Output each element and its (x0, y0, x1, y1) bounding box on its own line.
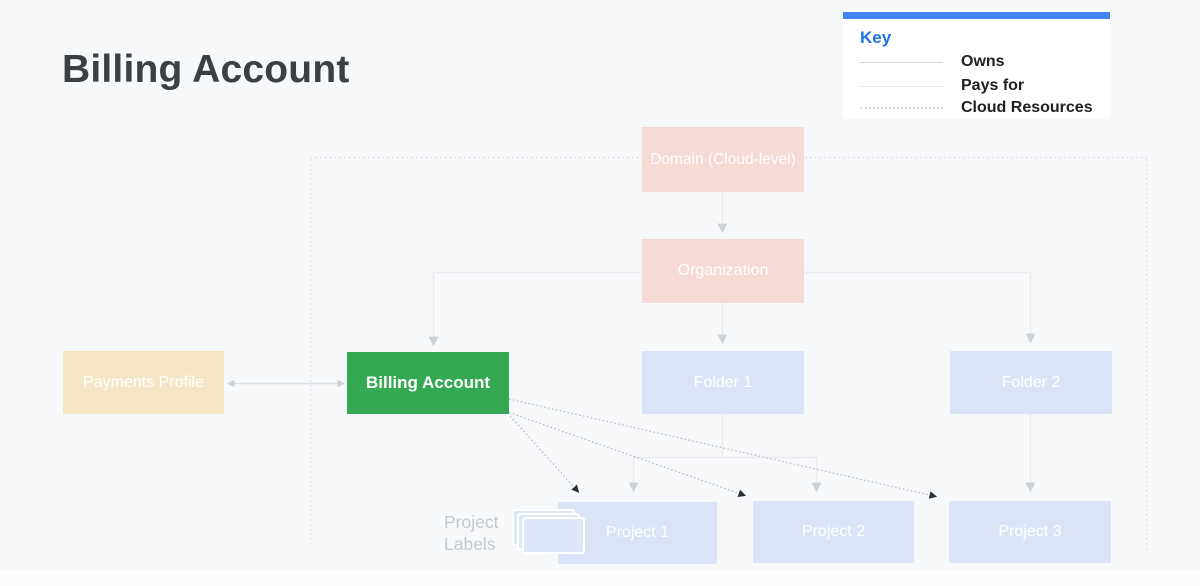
page-title: Billing Account (62, 48, 350, 91)
cloud-resources-line-sample (860, 107, 943, 109)
edge-billing-project2 (508, 411, 747, 497)
cloud-resources-boundary (309, 156, 1148, 550)
legend-label-owns: Owns (961, 53, 1005, 70)
footer-strip (0, 570, 1200, 586)
legend-title: Key (860, 28, 892, 47)
legend-accent-bar (843, 12, 1110, 19)
arrowhead-to-billing (337, 379, 345, 388)
edge-folder1-elbow (633, 414, 817, 459)
node-billing-account: Billing Account (347, 352, 509, 414)
owns-edges (227, 192, 1036, 493)
node-folder-2: Folder 2 (950, 351, 1112, 414)
legend-row-cloud-resources: Cloud Resources (860, 97, 1093, 119)
legend-label-pays-for: Pays for (961, 77, 1025, 94)
project-labels-caption: Project Labels (444, 511, 498, 555)
legend-label-cloud-resources: Cloud Resources (961, 99, 1093, 116)
node-project-3: Project 3 (949, 501, 1111, 563)
labels-stack-icon (522, 517, 585, 554)
owns-line-sample (860, 61, 943, 63)
node-payments-profile: Payments Profile (63, 351, 224, 414)
node-domain: Domain (Cloud-level) (642, 127, 804, 192)
edge-billing-project3 (508, 398, 938, 499)
node-organization: Organization (642, 239, 804, 303)
node-project-2: Project 2 (753, 501, 914, 563)
pays-for-edges (508, 398, 938, 499)
legend-row-owns: Owns (860, 51, 1005, 73)
pays-for-line-sample (860, 85, 943, 87)
project-labels-line1: Project (444, 512, 499, 532)
project-labels-line2: Labels (444, 534, 496, 554)
node-folder-1: Folder 1 (642, 351, 804, 414)
legend-row-pays-for: Pays for (860, 75, 1024, 97)
edge-billing-project1 (509, 415, 580, 493)
edge-organization-folder2 (805, 271, 1036, 344)
edge-organization-billing (428, 271, 641, 347)
legend-panel: Key Owns Pays for Cloud Resources (843, 12, 1110, 119)
arrowhead-to-payments (227, 379, 235, 388)
